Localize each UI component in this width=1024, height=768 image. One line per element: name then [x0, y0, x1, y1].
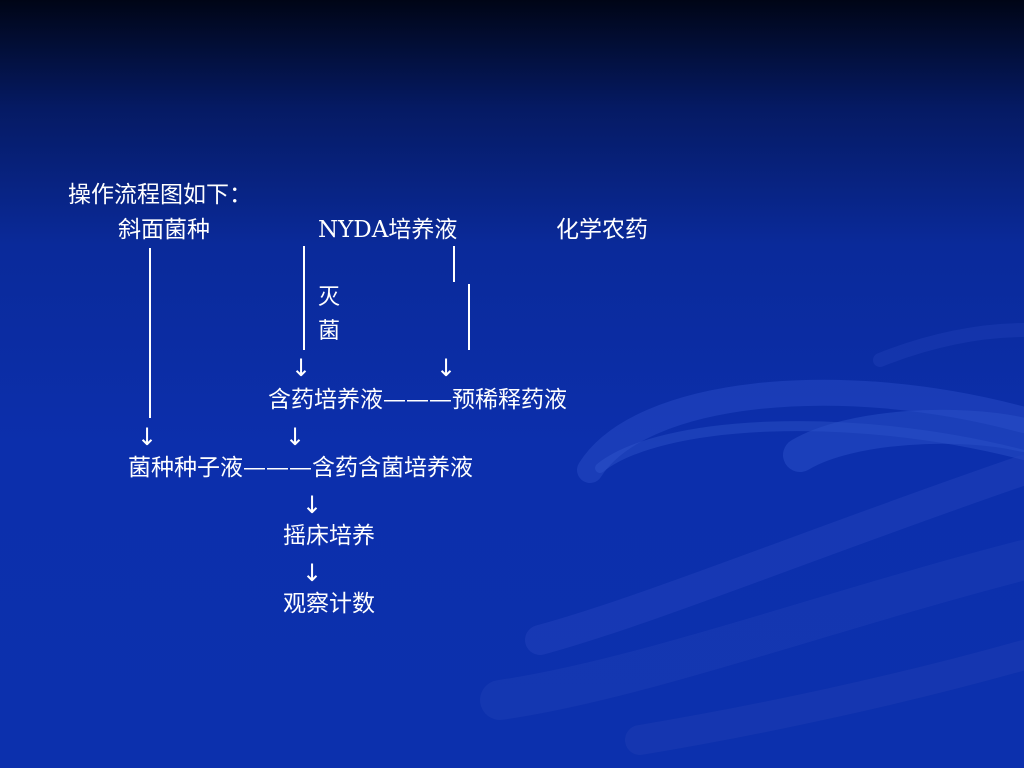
node-nyda-medium: NYDA培养液 — [318, 217, 458, 243]
node-prediluted-drug-label: 预稀释药液 — [452, 387, 567, 413]
diagram-heading: 操作流程图如下： — [68, 182, 252, 208]
node-seed-liquid-label: 菌种种子液 — [128, 455, 243, 481]
node-seed-row: 菌种种子液———含药含菌培养液 — [128, 453, 473, 483]
arrow-down-icon: ↓ — [302, 491, 323, 519]
arrow-down-icon: ↓ — [291, 354, 312, 382]
connector-dash: ——— — [243, 455, 312, 481]
node-drug-bacteria-medium-label: 含药含菌培养液 — [312, 455, 473, 481]
node-drug-medium: 含药培养液———预稀释药液 — [268, 385, 567, 415]
node-drug-medium-label: 含药培养液 — [268, 387, 383, 413]
line-pesticide-upper — [453, 246, 455, 282]
node-pesticide: 化学农药 — [556, 217, 648, 243]
arrow-down-icon: ↓ — [285, 423, 306, 451]
node-slant-strain: 斜面菌种 — [118, 217, 210, 243]
arrow-down-icon: ↓ — [137, 423, 158, 451]
label-sterilize-1: 灭 — [318, 285, 341, 310]
arrow-down-icon: ↓ — [302, 559, 323, 587]
arrow-down-icon: ↓ — [436, 354, 457, 382]
line-pesticide-lower — [468, 284, 470, 350]
line-nyda-down — [303, 246, 305, 350]
line-strain-down — [149, 248, 151, 418]
connector-dash: ——— — [383, 387, 452, 413]
node-observe-count: 观察计数 — [283, 591, 375, 617]
label-sterilize-2: 菌 — [318, 319, 341, 344]
node-shake-culture: 摇床培养 — [283, 523, 375, 549]
